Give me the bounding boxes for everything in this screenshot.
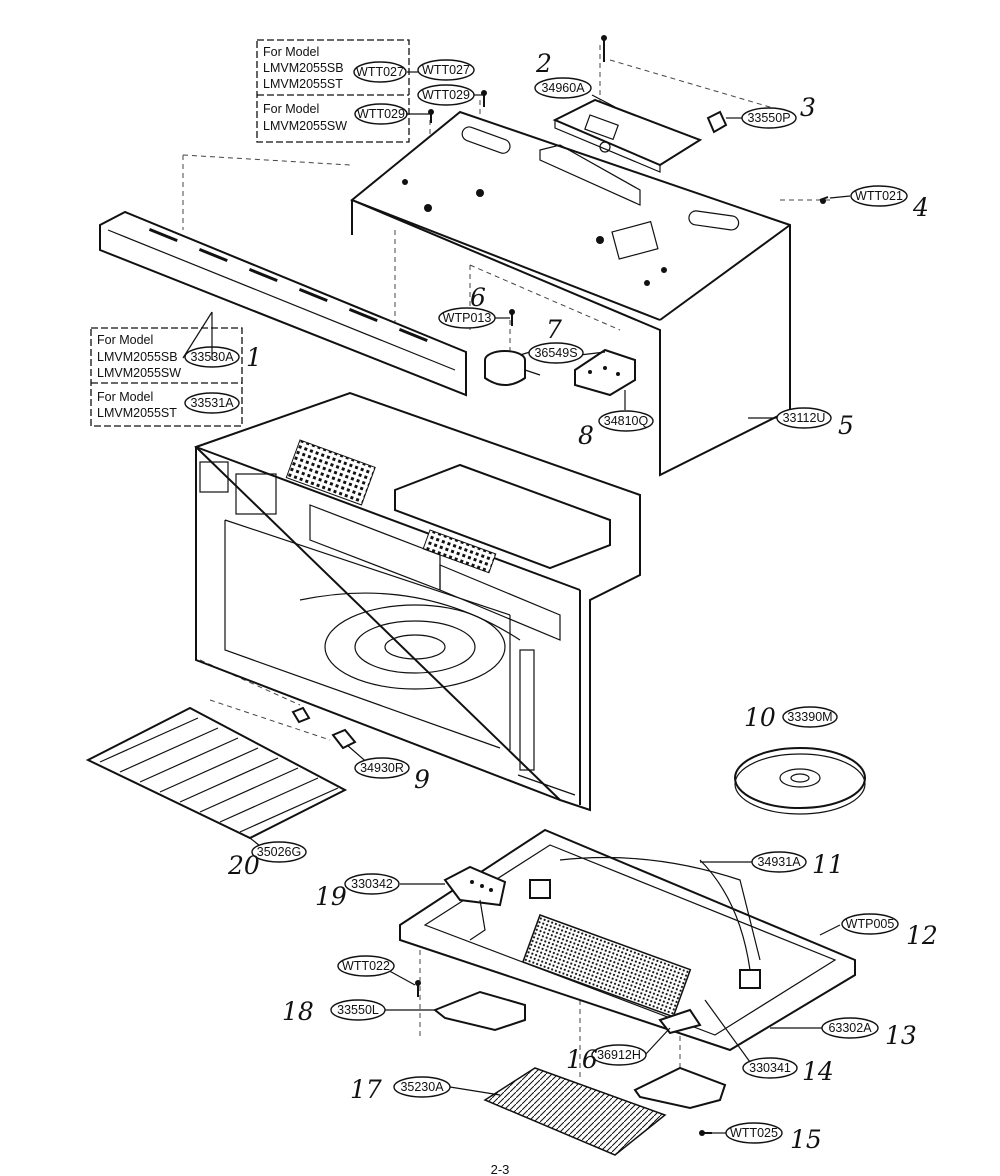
grease-filter-part bbox=[483, 1067, 667, 1156]
model-box-left-model-1: LMVM2055SB bbox=[97, 350, 178, 364]
callout-wtt022-text: WTT022 bbox=[342, 959, 390, 973]
callout-33390m: 33390M bbox=[782, 706, 838, 728]
callout-63302a-text: 63302A bbox=[828, 1021, 872, 1035]
callout-wtt027-box: WTT027 bbox=[353, 61, 407, 83]
index-number-19: 19 bbox=[315, 882, 347, 911]
model-box-top-model-2: LMVM2055ST bbox=[263, 77, 343, 91]
callout-wtp005-text: WTP005 bbox=[846, 917, 895, 931]
model-box-left-model-3: LMVM2055ST bbox=[97, 406, 177, 420]
index-number-10: 10 bbox=[744, 703, 776, 732]
index-number-3: 3 bbox=[800, 93, 816, 122]
callout-35230a: 35230A bbox=[393, 1076, 451, 1098]
callout-330342-text: 330342 bbox=[351, 877, 393, 891]
callout-34810q: 34810Q bbox=[598, 410, 654, 432]
callout-35026g-text: 35026G bbox=[257, 845, 301, 859]
index-number-13: 13 bbox=[885, 1021, 917, 1050]
model-box-left-label-2: For Model bbox=[97, 390, 153, 404]
callout-wtp013: WTP013 bbox=[438, 307, 496, 329]
index-number-14: 14 bbox=[802, 1057, 834, 1086]
index-number-8: 8 bbox=[578, 421, 594, 450]
index-number-18: 18 bbox=[282, 997, 314, 1026]
callout-wtt029-box: WTT029 bbox=[354, 103, 408, 125]
callout-33550p: 33550P bbox=[741, 107, 797, 129]
model-box-top-model-3: LMVM2055SW bbox=[263, 119, 347, 133]
callout-wtt025: WTT025 bbox=[725, 1122, 783, 1144]
index-number-6: 6 bbox=[470, 283, 486, 312]
model-box-top-label-1: For Model bbox=[263, 45, 319, 59]
switch-bracket-part bbox=[574, 348, 636, 397]
model-box-left: For Model LMVM2055SB LMVM2055SW For Mode… bbox=[90, 327, 243, 427]
callout-330341: 330341 bbox=[742, 1057, 798, 1079]
index-number-16: 16 bbox=[566, 1045, 598, 1074]
model-box-left-model-2: LMVM2055SW bbox=[97, 366, 181, 380]
callout-wtt029-text: WTT029 bbox=[422, 88, 470, 102]
oven-chassis-part bbox=[194, 391, 641, 812]
callout-34810q-text: 34810Q bbox=[604, 414, 649, 428]
callout-330342: 330342 bbox=[344, 873, 400, 895]
index-number-20: 20 bbox=[227, 851, 260, 880]
callout-33531a-box: 33531A bbox=[184, 392, 240, 414]
callout-wtt029: WTT029 bbox=[417, 84, 475, 106]
callout-33531a-text: 33531A bbox=[190, 396, 234, 410]
vent-grille-part bbox=[99, 210, 467, 397]
callout-34931a: 34931A bbox=[751, 851, 807, 873]
index-number-7: 7 bbox=[546, 315, 562, 344]
index-number-11: 11 bbox=[812, 850, 844, 879]
callout-wtt022: WTT022 bbox=[337, 955, 395, 977]
callout-wtt027: WTT027 bbox=[417, 59, 475, 81]
index-number-12: 12 bbox=[906, 921, 938, 950]
callout-35230a-text: 35230A bbox=[400, 1080, 444, 1094]
index-number-9: 9 bbox=[414, 765, 430, 794]
model-box-top-model-1: LMVM2055SB bbox=[263, 61, 344, 75]
callout-33390m-text: 33390M bbox=[787, 710, 832, 724]
turntable-part bbox=[734, 747, 866, 815]
callout-63302a: 63302A bbox=[821, 1017, 879, 1039]
callout-33550l-text: 33550L bbox=[337, 1003, 379, 1017]
callout-wtt029-box-text: WTT029 bbox=[357, 107, 405, 121]
index-number-2: 2 bbox=[535, 49, 552, 78]
model-box-top-label-2: For Model bbox=[263, 102, 319, 116]
callout-36549s-text: 36549S bbox=[534, 346, 577, 360]
callout-wtp005: WTP005 bbox=[841, 913, 899, 935]
latch-part bbox=[291, 706, 357, 750]
callout-34960a: 34960A bbox=[534, 77, 592, 99]
lamp-brackets-part bbox=[433, 990, 727, 1110]
callout-33550p-text: 33550P bbox=[747, 111, 790, 125]
callout-33550l: 33550L bbox=[330, 999, 386, 1021]
callout-36912h: 36912H bbox=[591, 1044, 647, 1066]
callout-35026g: 35026G bbox=[251, 841, 307, 863]
fan-unit-part bbox=[443, 865, 507, 941]
callout-wtt021: WTT021 bbox=[850, 185, 908, 207]
index-number-17: 17 bbox=[350, 1075, 382, 1104]
callout-33112u-text: 33112U bbox=[783, 411, 826, 425]
callout-wtp013-text: WTP013 bbox=[443, 311, 492, 325]
clip-part bbox=[706, 110, 728, 134]
callout-33112u: 33112U bbox=[776, 407, 832, 429]
callout-wtt025-text: WTT025 bbox=[730, 1126, 778, 1140]
callout-34930r-text: 34930R bbox=[360, 761, 404, 775]
top-bracket-part bbox=[552, 98, 703, 173]
callout-36912h-text: 36912H bbox=[597, 1048, 641, 1062]
page-number: 2-3 bbox=[491, 1162, 510, 1176]
oven-rack-part bbox=[85, 706, 348, 840]
motor-part bbox=[484, 350, 541, 386]
callout-34930r: 34930R bbox=[354, 757, 410, 779]
callout-34960a-text: 34960A bbox=[541, 81, 585, 95]
callout-330341-text: 330341 bbox=[749, 1061, 791, 1075]
leader-lines bbox=[182, 71, 851, 1134]
index-number-4: 4 bbox=[912, 193, 929, 222]
base-plate-part bbox=[399, 828, 856, 1052]
callout-wtt021-text: WTT021 bbox=[855, 189, 903, 203]
callout-36549s: 36549S bbox=[528, 342, 584, 364]
index-number-5: 5 bbox=[838, 411, 854, 440]
callout-wtt027-box-text: WTT027 bbox=[356, 65, 404, 79]
model-box-top: For Model LMVM2055SB LMVM2055ST For Mode… bbox=[256, 39, 410, 143]
callout-wtt027-text: WTT027 bbox=[422, 63, 470, 77]
model-box-left-label-1: For Model bbox=[97, 333, 153, 347]
index-number-15: 15 bbox=[790, 1125, 822, 1154]
callout-34931a-text: 34931A bbox=[757, 855, 801, 869]
index-number-1: 1 bbox=[246, 343, 262, 372]
